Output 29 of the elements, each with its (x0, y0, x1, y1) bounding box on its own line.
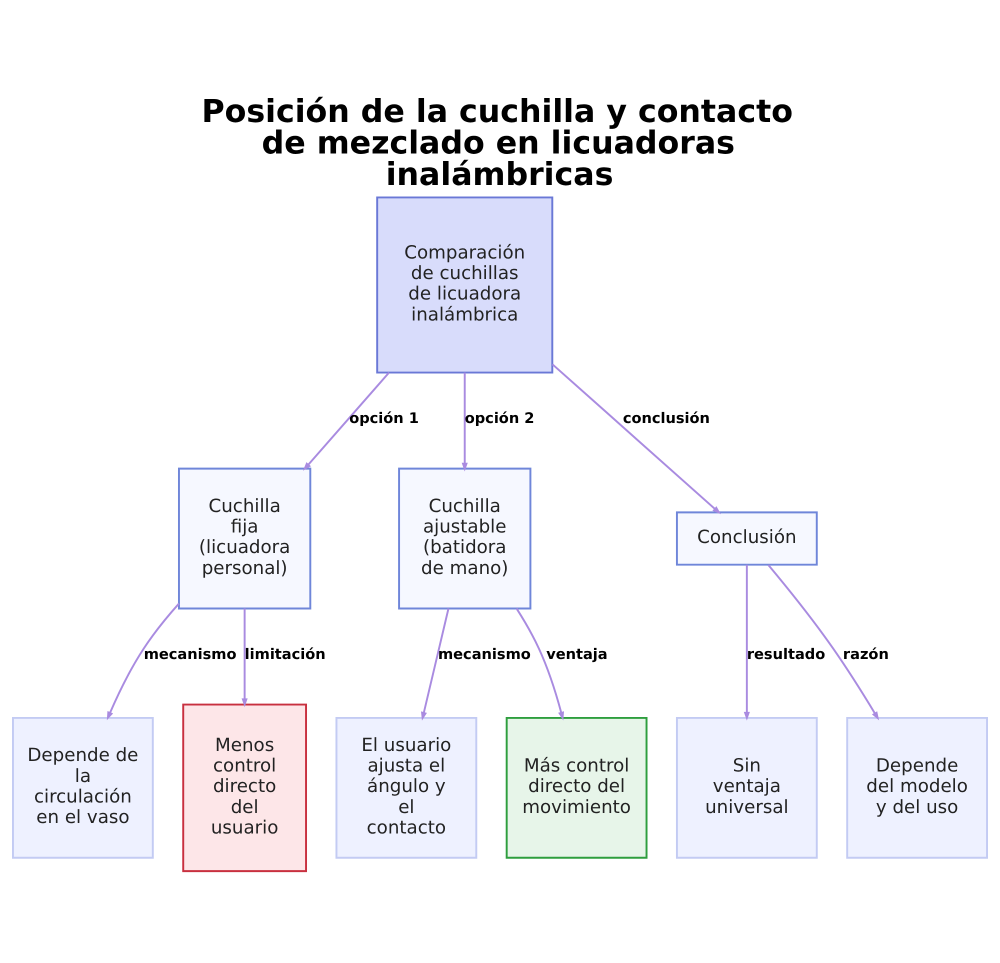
node-box: Comparación de cuchillas de licuadora inalámbrica (376, 196, 554, 374)
edge-label: limitación (244, 646, 326, 663)
edge-label: mecanismo (438, 646, 531, 663)
arrow (302, 372, 390, 470)
arrow (106, 602, 180, 720)
arrow (462, 372, 468, 472)
arrow (768, 564, 880, 720)
arrow (552, 363, 721, 514)
edge-label: opción 1 (349, 410, 419, 427)
edge-label: resultado (746, 646, 826, 663)
arrow (421, 608, 450, 720)
diagram-title: Posición de la cuchilla y contacto de mezclado en licuadoras inalámbricas (201, 93, 793, 193)
node-box: El usuario ajusta el ángulo y el contacto (335, 716, 478, 858)
arrow (242, 608, 248, 707)
edge-label: razón (842, 646, 889, 663)
node-box: Conclusión (676, 510, 818, 566)
node-box: Cuchilla fija (licuadora personal) (178, 467, 312, 609)
node-box: Depende de la circulación en el vaso (12, 716, 154, 858)
edge-label: conclusión (622, 410, 710, 427)
edge-label: mecanismo (144, 646, 237, 663)
edge-label: ventaja (546, 646, 608, 663)
arrow (516, 608, 564, 720)
edge-label: opción 2 (464, 410, 534, 427)
node-box: Menos control directo del usuario (182, 703, 308, 872)
node-box: Depende del modelo y del uso (846, 716, 988, 858)
node-box: Más control directo del movimiento (506, 716, 648, 858)
arrow (744, 564, 750, 720)
node-box: Cuchilla ajustable (batidora de mano) (398, 467, 532, 609)
node-box: Sin ventaja universal (676, 716, 818, 858)
